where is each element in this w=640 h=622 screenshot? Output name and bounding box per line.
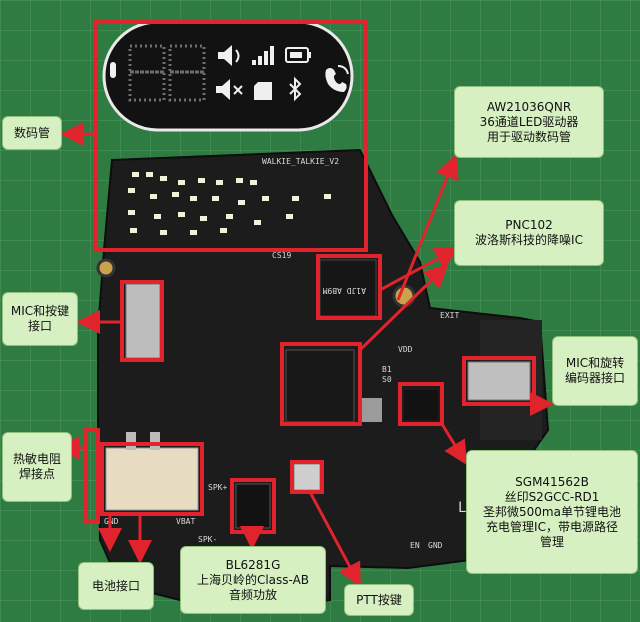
exit-silk: EXIT xyxy=(440,311,459,320)
sd-card-icon xyxy=(254,82,272,100)
digit-1 xyxy=(128,44,166,102)
crystal xyxy=(362,398,382,422)
noise-ic-chip xyxy=(319,259,377,317)
en-silk: EN xyxy=(410,541,420,550)
callout-digit-tube: 数码管 xyxy=(2,116,62,150)
callout-line: 管理 xyxy=(539,534,564,549)
digit-2 xyxy=(168,44,206,102)
highlight-boxes xyxy=(84,20,536,534)
mic-encoder-connector xyxy=(467,361,531,401)
led-driver-chip xyxy=(285,349,355,423)
b1-silk: B1 xyxy=(382,365,392,374)
callout-line: 热敏电阻 xyxy=(12,452,61,466)
display-indicator xyxy=(110,62,116,78)
bluetooth-icon xyxy=(289,76,302,102)
spk-plus-silk: SPK+ xyxy=(208,483,227,492)
battery-icon xyxy=(285,47,311,63)
callout-line: 接口 xyxy=(27,319,52,333)
box-display xyxy=(94,20,368,252)
charger-ic xyxy=(404,390,438,420)
callout-line: SGM41562B xyxy=(515,474,589,489)
box-thermistor xyxy=(84,428,100,524)
arrow-noise-ic xyxy=(379,247,460,292)
callout-line: 36通道LED驱动器 xyxy=(479,114,579,129)
callout-ptt: PTT按键 xyxy=(344,584,414,616)
callout-line: 编码器接口 xyxy=(564,371,625,385)
callout-line: 丝印S2GCC-RD1 xyxy=(504,489,600,504)
mounting-hole-2 xyxy=(96,258,116,278)
callout-line: PTT按键 xyxy=(356,592,402,607)
battery-connector-pin-1 xyxy=(126,432,136,450)
spk-minus-silk: SPK- xyxy=(198,535,217,544)
box-battery xyxy=(100,442,204,516)
box-led-driver xyxy=(280,342,362,426)
box-mic-encoder xyxy=(462,356,536,406)
box-charger xyxy=(398,382,444,426)
callout-thermistor: 热敏电阻焊接点 xyxy=(2,432,72,502)
arrows xyxy=(56,122,554,588)
arrow-charger xyxy=(440,423,468,466)
callout-line: 音频功放 xyxy=(228,587,277,602)
callout-line: BL6281G xyxy=(225,557,281,572)
vbat-silk: VBAT xyxy=(176,517,195,526)
callout-line: PNC102 xyxy=(505,218,553,232)
callout-mic-key-port: MIC和按键接口 xyxy=(2,292,78,346)
callout-battery-port: 电池接口 xyxy=(78,562,154,610)
vdd-silk: VDD xyxy=(398,345,413,354)
gnd-right-silk: GND xyxy=(428,541,443,550)
ptt-switch xyxy=(293,463,321,491)
callout-line: AW21036QNR xyxy=(486,99,572,114)
battery-connector xyxy=(105,447,199,511)
board-name-silk: WALKIE_TALKIE_V2 xyxy=(262,157,339,166)
box-ptt xyxy=(290,460,324,494)
callout-line: 波洛斯科技的降噪IC xyxy=(475,233,583,247)
arrow-led-driver-link xyxy=(358,263,449,352)
callout-line: MIC和按键 xyxy=(10,304,70,318)
callout-line: 充电管理IC，带电源路径 xyxy=(486,519,618,534)
callout-line: 数码管 xyxy=(13,125,50,140)
callout-line: 焊接点 xyxy=(18,467,55,481)
signal-icon xyxy=(252,46,274,65)
callout-mic-encoder-port: MIC和旋转编码器接口 xyxy=(552,336,638,406)
box-noise-ic xyxy=(316,254,382,320)
noise-ic-marking: A1JD AB9M xyxy=(322,286,366,295)
battery-connector-pin-2 xyxy=(150,432,160,450)
volume-icon xyxy=(218,45,240,66)
callout-line: MIC和旋转 xyxy=(565,356,625,370)
cs19-silk: CS19 xyxy=(272,251,291,260)
callout-line: 电池接口 xyxy=(91,578,140,593)
callout-line: 上海贝岭的Class-AB xyxy=(196,572,310,587)
arrow-ptt xyxy=(308,491,361,588)
mute-icon xyxy=(216,79,243,100)
mic-key-connector xyxy=(125,283,161,359)
s0-silk: S0 xyxy=(382,375,392,384)
amp-chip xyxy=(235,483,271,529)
phone-icon xyxy=(325,65,349,92)
display-panel xyxy=(102,20,354,132)
led-field xyxy=(128,172,331,235)
callout-line: 用于驱动数码管 xyxy=(486,129,571,144)
callout-line: 圣邦微500ma单节锂电池 xyxy=(483,504,621,519)
